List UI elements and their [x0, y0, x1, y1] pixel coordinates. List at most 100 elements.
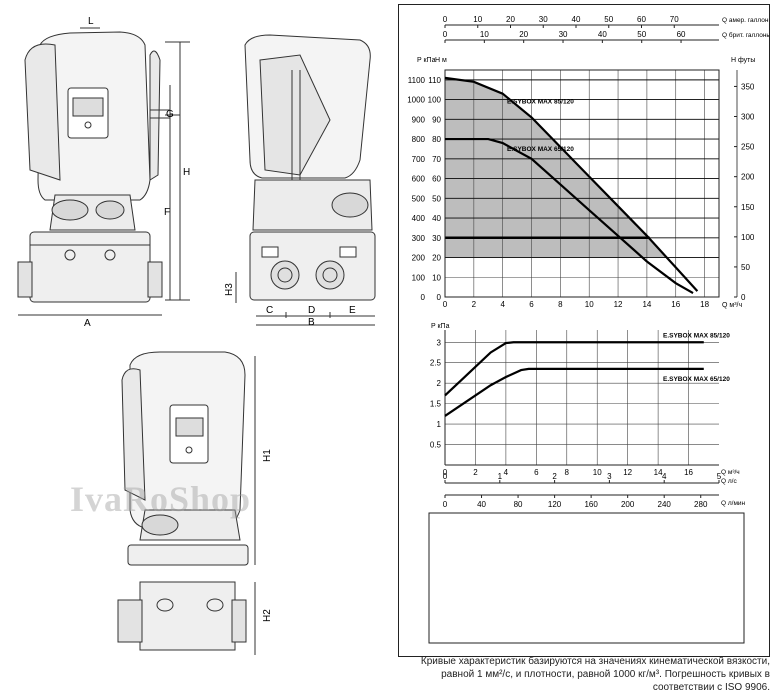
- y-tick-label-ft: 300: [741, 113, 755, 122]
- chart2-x2-tick-label: 3: [607, 472, 612, 481]
- x-axis-label-top1: Q амер. галлоны/мин: [722, 17, 769, 24]
- chart2-x2-tick-label: 5: [717, 472, 722, 481]
- x-tick-label-top2: 60: [677, 30, 686, 39]
- chart2-x3-tick-label: 80: [514, 500, 523, 509]
- x-tick-label-top1: 20: [506, 15, 515, 24]
- chart2-x2-tick-label: 2: [552, 472, 557, 481]
- series-label-85: E.SYBOX MAX 85/120: [507, 99, 574, 106]
- chart1-frame: [444, 69, 720, 298]
- chart2-x-tick-label: 6: [534, 468, 539, 477]
- watermark-logo: IvaRoShop: [70, 479, 252, 519]
- chart2-x-tick-label: 2: [473, 468, 478, 477]
- chart2-y-tick-label: 3: [437, 338, 442, 347]
- y-tick-label-ft: 150: [741, 203, 755, 212]
- x-axis-label-top2: Q брит. галлоны/мин: [722, 31, 769, 39]
- chart2-x-axis-label-1: Q м³/ч: [721, 469, 740, 476]
- y-tick-label-m: 0: [437, 293, 442, 302]
- x-tick-label: 14: [642, 300, 651, 309]
- chart2-y-axis-label: P кПа: [431, 323, 450, 330]
- x-tick-label-top2: 40: [598, 30, 607, 39]
- y-axis-label-m: H м: [435, 57, 447, 64]
- y-tick-label-kpa: 100: [412, 273, 426, 282]
- x-tick-label-top1: 10: [473, 15, 482, 24]
- chart2-x3-tick-label: 240: [658, 500, 672, 509]
- dim-label-a: A: [84, 318, 91, 329]
- y-tick-label-ft: 0: [741, 293, 746, 302]
- series-label-65: E.SYBOX MAX 65/120: [507, 146, 574, 153]
- dim-label-b: B: [308, 317, 315, 328]
- x-tick-label: 0: [443, 300, 448, 309]
- x-tick-label-top2: 30: [559, 30, 568, 39]
- chart2-series-label-85: E.SYBOX MAX 85/120: [663, 332, 730, 339]
- x-tick-label: 6: [529, 300, 534, 309]
- x-tick-label: 18: [700, 300, 709, 309]
- x-tick-label-top2: 0: [443, 30, 448, 39]
- y-tick-label-kpa: 1000: [407, 96, 425, 105]
- chart2-x3-tick-label: 160: [584, 500, 598, 509]
- chart2-x-tick-label: 16: [684, 468, 693, 477]
- y-tick-label-kpa: 900: [412, 115, 426, 124]
- dim-label-f: F: [164, 207, 170, 218]
- y-tick-label-m: 30: [432, 234, 441, 243]
- chart2-y-tick-label: 1.5: [430, 400, 442, 409]
- chart2-x3-tick-label: 120: [548, 500, 562, 509]
- x-tick-label-top2: 10: [480, 30, 489, 39]
- dim-label-c: C: [266, 305, 273, 316]
- lower-view-drawing: [117, 351, 256, 655]
- chart2-x2-tick-label: 0: [443, 472, 448, 481]
- x-tick-label-top1: 50: [604, 15, 613, 24]
- chart2-x2-tick-label: 4: [662, 472, 667, 481]
- empty-notes-box: [428, 512, 745, 644]
- y-tick-label-m: 50: [432, 194, 441, 203]
- x-tick-label-top2: 20: [519, 30, 528, 39]
- dim-label-d: D: [308, 305, 315, 316]
- y-tick-label-ft: 100: [741, 233, 755, 242]
- y-tick-label-m: 110: [428, 76, 441, 85]
- chart2-x3-tick-label: 200: [621, 500, 635, 509]
- y-axis-label-ft: H футы: [731, 57, 755, 64]
- chart2-y-tick-label: 1: [437, 420, 442, 429]
- y-tick-label-ft: 250: [741, 143, 755, 152]
- chart2-y-tick-label: 2: [437, 379, 442, 388]
- technical-drawings: L G H F A H3 C D E B H1 H2: [17, 16, 376, 655]
- y-tick-label-ft: 50: [741, 263, 750, 272]
- chart2-y-tick-label: 0.5: [430, 441, 442, 450]
- x-tick-label: 2: [472, 300, 477, 309]
- chart2-x-tick-label: 8: [565, 468, 570, 477]
- y-tick-label-kpa: 0: [421, 293, 426, 302]
- x-tick-label: 8: [558, 300, 563, 309]
- chart2-x2-tick-label: 1: [498, 472, 503, 481]
- y-tick-label-m: 70: [432, 155, 441, 164]
- chart2-x-axis-label-3: Q л/мин: [721, 500, 746, 507]
- y-tick-label-kpa: 400: [412, 214, 426, 223]
- y-tick-label-m: 90: [432, 115, 441, 124]
- x-axis-label: Q м³/ч: [722, 302, 742, 309]
- chart2-x3-tick-label: 280: [694, 500, 708, 509]
- chart2-series-label-65: E.SYBOX MAX 65/120: [663, 376, 730, 383]
- chart2-x3-tick-label: 40: [477, 500, 486, 509]
- footnote-text: Кривые характеристик базируются на значе…: [420, 656, 770, 693]
- y-tick-label-m: 40: [432, 214, 441, 223]
- dim-label-h1: H1: [262, 449, 273, 462]
- y-tick-label-kpa: 800: [412, 135, 426, 144]
- side-view-drawing: [235, 34, 376, 326]
- dim-label-h3: H3: [224, 283, 235, 296]
- dim-label-e: E: [349, 305, 356, 316]
- dim-label-h: H: [183, 167, 190, 178]
- x-tick-label-top2: 50: [637, 30, 646, 39]
- y-tick-label-m: 80: [432, 135, 441, 144]
- shaded-operating-area: [445, 77, 668, 258]
- y-tick-label-kpa: 200: [412, 254, 426, 263]
- series-line-1: [445, 137, 694, 295]
- y-tick-label-kpa: 500: [412, 194, 426, 203]
- y-tick-label-ft: 200: [741, 173, 755, 182]
- y-tick-label-m: 20: [432, 254, 441, 263]
- chart2-x-tick-label: 12: [623, 468, 632, 477]
- chart2-y-tick-label: 2.5: [430, 359, 442, 368]
- chart2-series-line-0: [444, 341, 704, 397]
- dim-label-h2: H2: [262, 609, 273, 622]
- x-tick-label: 10: [585, 300, 594, 309]
